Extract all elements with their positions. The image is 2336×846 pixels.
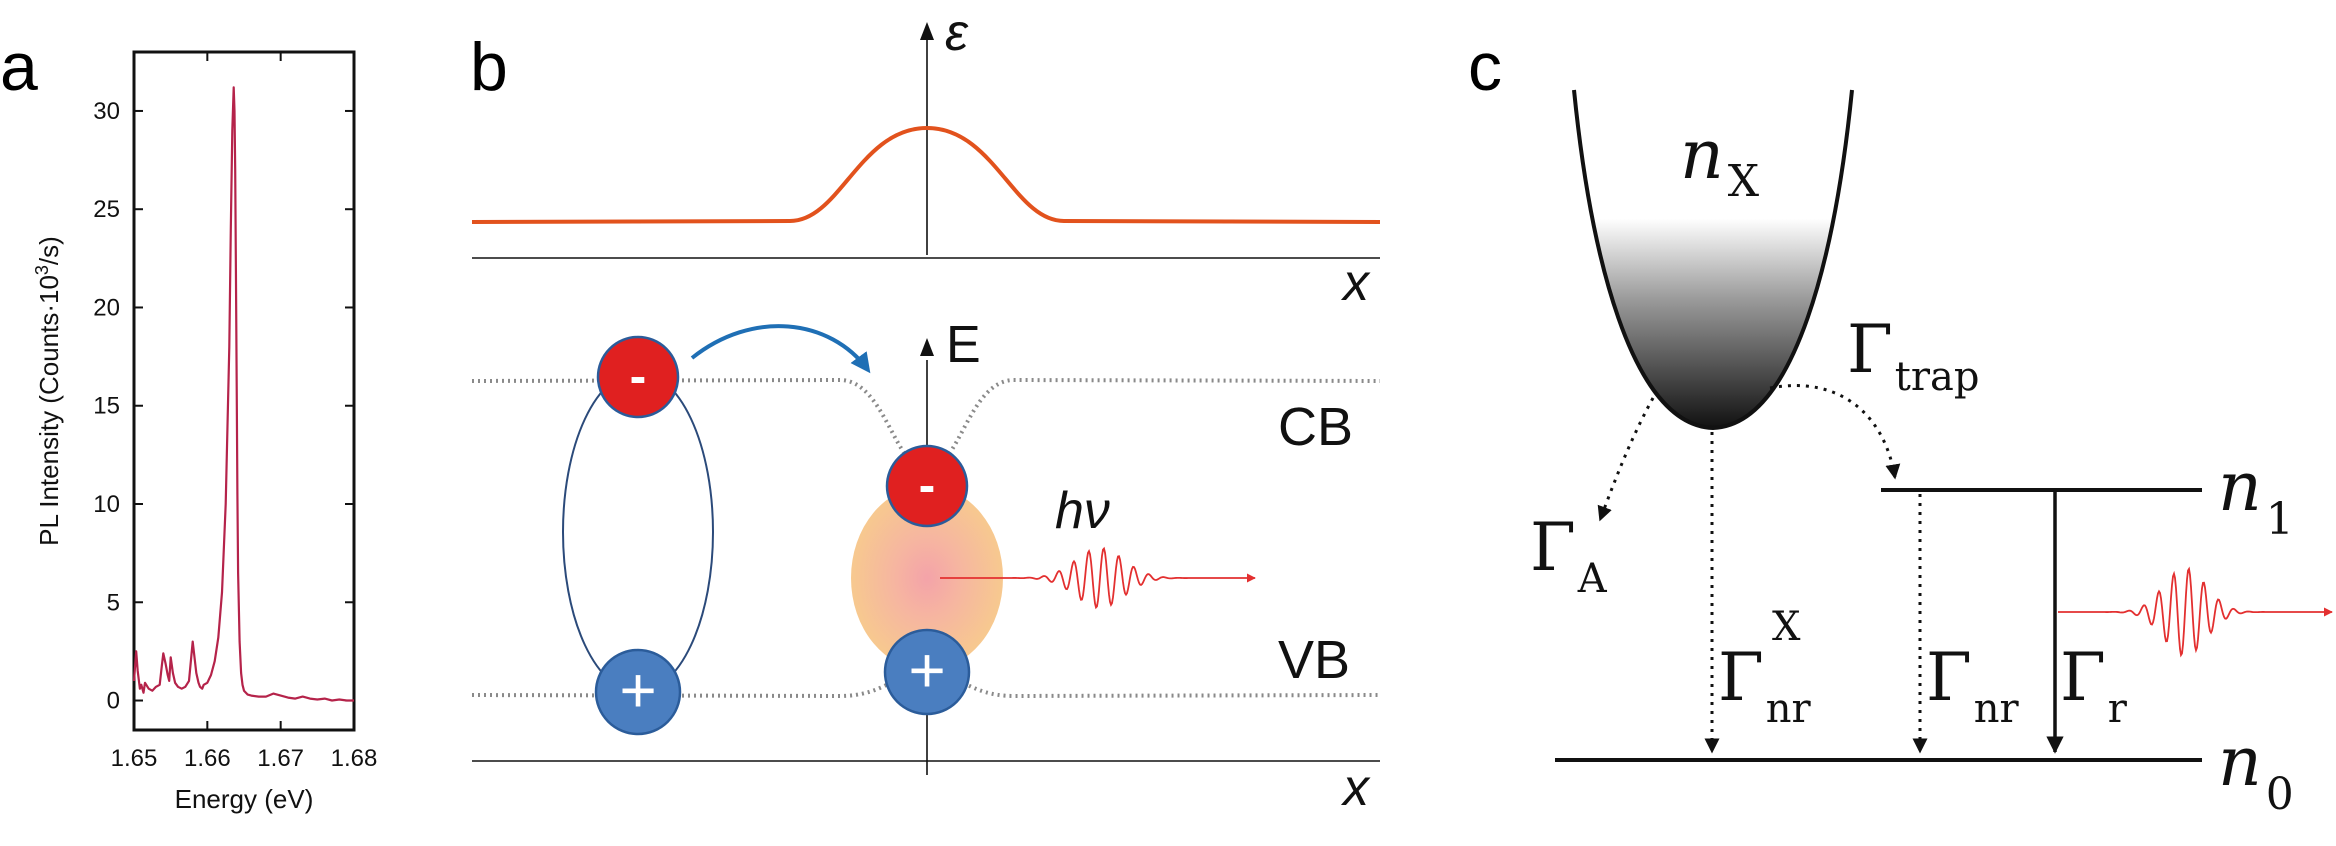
electron-free: - [596,335,680,419]
exciton-reservoir-fill [1574,90,1852,428]
nX-label: nX [1680,116,1760,207]
photon-label: hν [1055,482,1110,540]
gamma-trap-label: Γtrap [1847,311,1979,400]
energy-axis-arrowhead [920,338,934,356]
gamma-nr-label: Γnr [1926,639,2020,732]
y-tick-label: 15 [93,393,120,420]
electron-free-sign: - [630,348,647,404]
n1-label: n1 [2218,448,2294,545]
panel-label-c: c [1468,29,1502,105]
n0-label: n0 [2218,723,2294,820]
x-tick-label: 1.66 [184,745,231,772]
y-tick-label: 5 [107,589,120,616]
panel-label-a: a [0,29,38,105]
electron-trapped-sign: - [919,457,936,513]
x-tick-label: 1.65 [111,745,158,772]
exciton-orbit [562,371,714,693]
exciton-dispersion-parabola [1572,89,1854,431]
y-axis-label: PL Intensity (Counts·103/s) [32,236,64,546]
x-label-top: x [1340,254,1371,312]
x-axis-label: Energy (eV) [175,784,314,814]
epsilon-label: ε [945,4,969,62]
emitted-photon-c [2058,566,2333,658]
panel-label-b: b [470,29,508,105]
hole-free: + [594,648,682,736]
x-tick-label: 1.68 [331,745,378,772]
gamma-nr-x-label: Γnr [1718,639,1812,732]
rate-diagram: nX Γtrap ΓA n1 n0 Γnr X Γnr Γr [1530,89,2333,820]
pl-spectrum-chart: 1.65 1.66 1.67 1.68 0 5 10 15 20 25 30 Energy (eV… [32,50,378,814]
vb-label: VB [1278,630,1350,690]
y-tick-label: 30 [93,98,120,125]
hole-trapped-sign: + [908,634,945,706]
auger-arrow [1597,397,1655,522]
gamma-a-label: ΓA [1530,509,1608,602]
plot-frame [132,50,356,732]
x-tick-label: 1.67 [257,745,304,772]
epsilon-axis-arrowhead [920,22,934,40]
trap-arrow [1769,384,1901,480]
strain-energy-curve [471,125,1381,224]
gamma-nr-x-superscript: X [1772,604,1801,650]
exciton-cloud [851,486,1003,670]
drift-arrow [690,324,871,374]
y-tick-label: 10 [93,491,120,518]
emitted-photon-b [940,546,1256,610]
y-tick-label: 0 [107,688,120,715]
x-axis-ticks: 1.65 1.66 1.67 1.68 [111,52,378,772]
valence-band-edge [471,669,1381,699]
hole-trapped: + [883,628,971,716]
y-tick-label: 20 [93,294,120,321]
energy-label: E [946,316,981,374]
electron-trapped: - [885,444,969,528]
cb-label: CB [1278,397,1353,457]
hole-free-sign: + [619,654,656,726]
band-diagram: ε x E x CB VB - + - + [471,4,1381,817]
gamma-r-label: Γr [2060,639,2128,732]
y-tick-label: 25 [93,196,120,223]
x-label-bottom: x [1340,759,1371,817]
y-axis-ticks: 0 5 10 15 20 25 30 [93,98,354,715]
pl-spectrum-line [132,86,354,702]
